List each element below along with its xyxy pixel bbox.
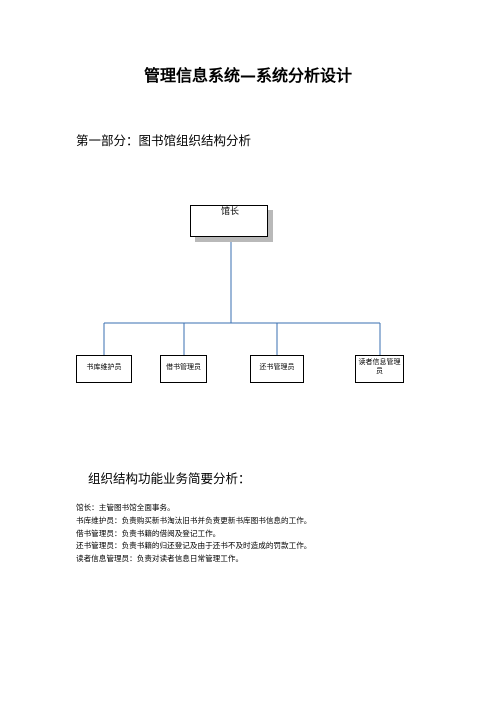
description-line: 馆长：主管图书馆全面事务。 [76,503,175,512]
analysis-heading: 组织结构功能业务简要分析： [88,471,251,486]
description-line: 还书管理员：负责书籍的归还登记及由于还书不及时造成的罚款工作。 [76,541,312,551]
description-line: 读者信息管理员：负责对读者信息日常管理工作。 [76,554,244,564]
document-title: 管理信息系统—系统分析设计 [143,66,352,85]
description-line: 书库维护员：负责购买新书淘汰旧书并负责更新书库图书信息的工作。 [76,515,312,525]
org-node-return-manager: 还书管理员 [250,355,304,383]
org-node-lending-manager: 借书管理员 [160,355,207,383]
description-line: 借书管理员：负责书籍的借阅及登记工作。 [76,528,221,538]
org-node-stack-maintainer: 书库维护员 [76,355,132,383]
section-heading: 第一部分：图书馆组织结构分析 [76,133,252,148]
role-descriptions: 馆长：主管图书馆全面事务。 书库维护员：负责购买新书淘汰旧书并负责更新书库图书信… [76,502,311,566]
org-node-reader-info-manager: 读者信息管理员 [355,355,404,383]
org-node-director: 馆长 [190,205,268,237]
